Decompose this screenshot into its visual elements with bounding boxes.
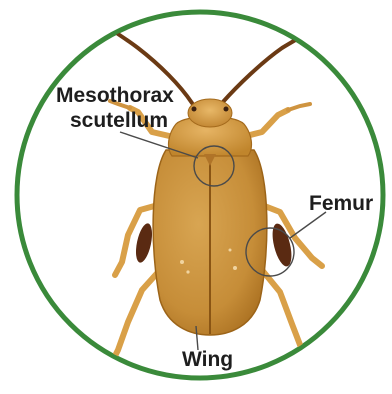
wing-label: Wing <box>182 349 233 371</box>
left-femur-patch <box>133 222 155 264</box>
elytra-spot <box>180 260 184 264</box>
right-eye <box>224 107 229 112</box>
left-hind-leg <box>112 270 160 362</box>
mesothorax-label-line1: Mesothorax <box>56 85 174 107</box>
femur-pointer <box>290 212 326 238</box>
elytra-spot <box>233 266 237 270</box>
right-front-tarsus <box>288 104 310 110</box>
right-antenna <box>222 37 300 103</box>
mesothorax-label-line2: scutellum <box>70 110 168 132</box>
left-eye <box>192 107 197 112</box>
elytra-spot <box>229 249 232 252</box>
femur-label: Femur <box>309 193 373 215</box>
head <box>188 99 232 127</box>
elytra-spot <box>186 270 189 273</box>
